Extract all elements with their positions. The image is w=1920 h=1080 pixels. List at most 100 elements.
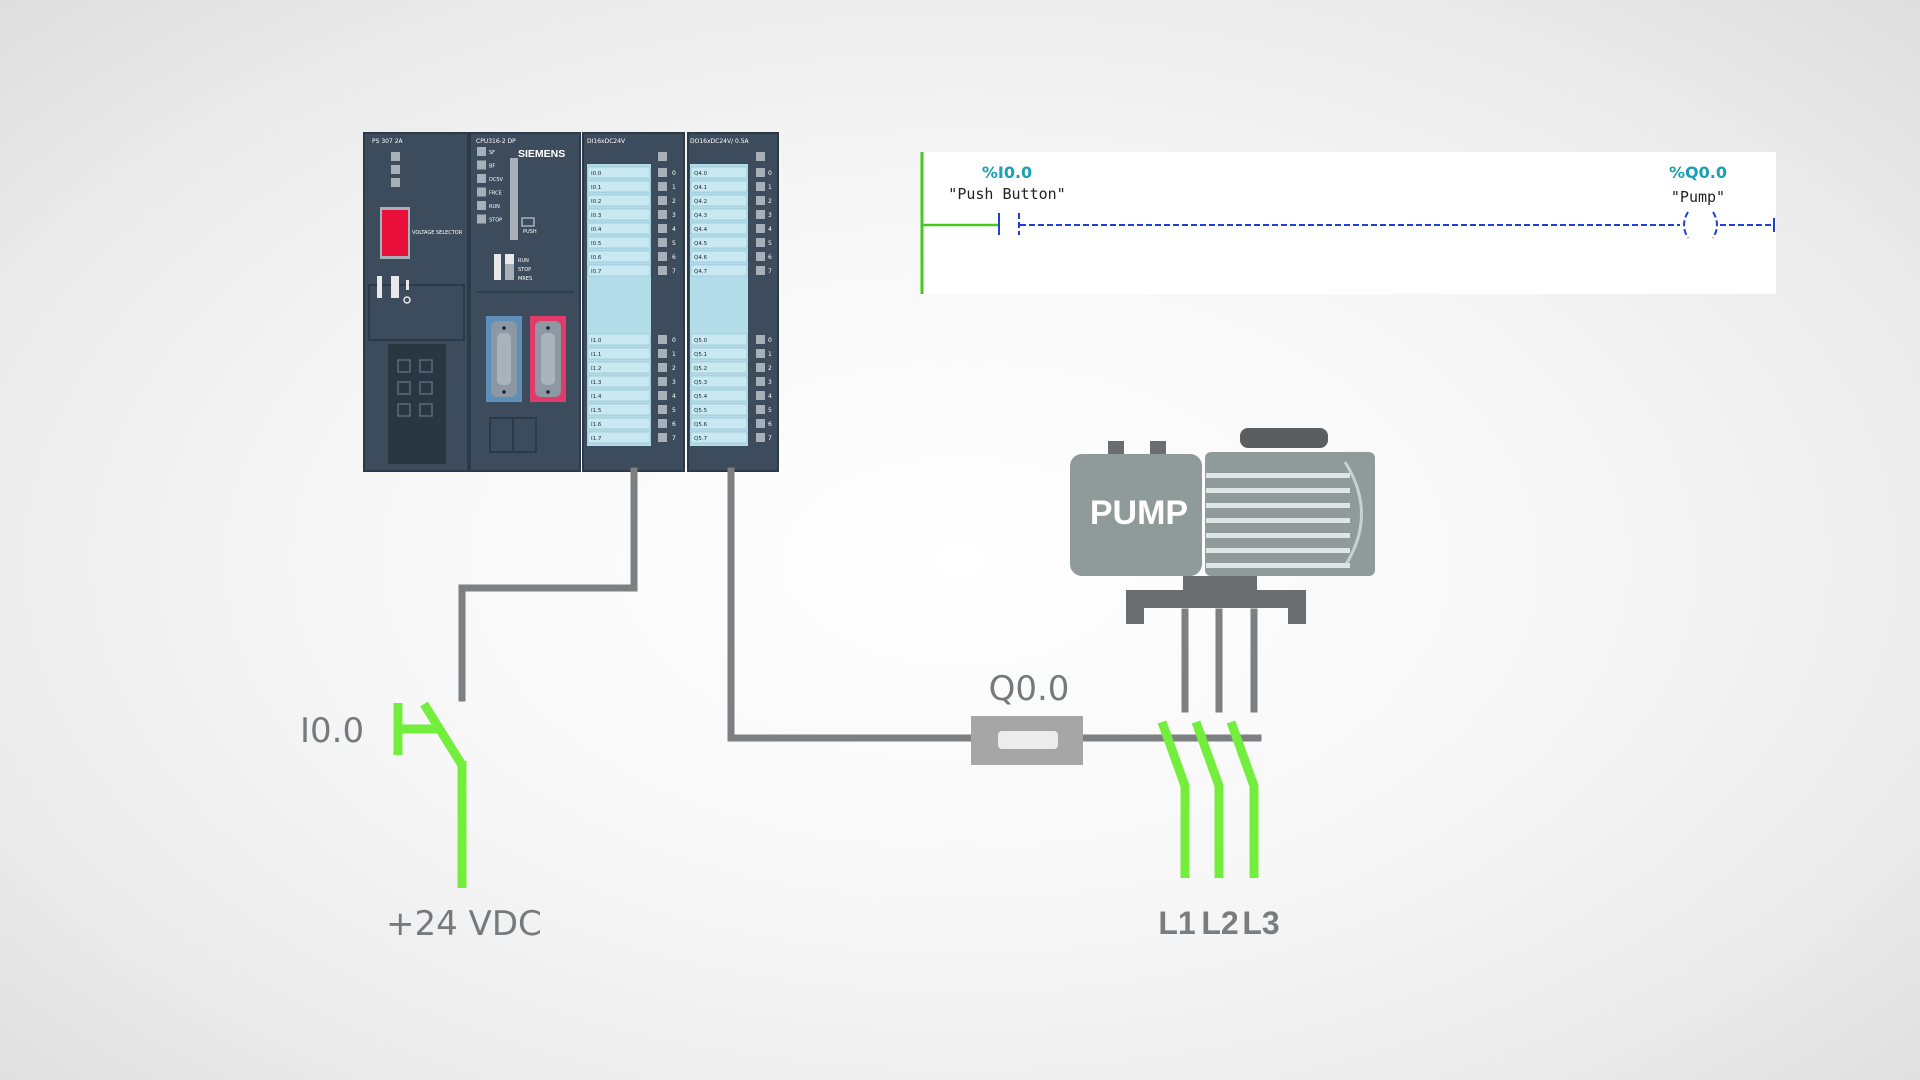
io-channel-led bbox=[756, 210, 765, 219]
voltage-selector-label: VOLTAGE SELECTOR bbox=[412, 230, 463, 236]
io-channel-slot bbox=[587, 208, 651, 221]
io-channel-led bbox=[658, 363, 667, 372]
io-bit-number: 0 bbox=[768, 337, 772, 344]
io-channel-led bbox=[756, 238, 765, 247]
push-button-switch[interactable] bbox=[393, 701, 467, 888]
io-bit-number: 3 bbox=[768, 212, 772, 219]
cpu-led bbox=[477, 147, 486, 156]
io-channel-label: I1.5 bbox=[591, 408, 602, 414]
phase-l1-label: L1 bbox=[1158, 905, 1195, 941]
io-bit-number: 3 bbox=[768, 379, 772, 386]
io-channel-slot bbox=[690, 417, 748, 430]
io-channel-slot bbox=[690, 236, 748, 249]
io-channel-slot bbox=[587, 180, 651, 193]
io-channel-label: I0.2 bbox=[591, 199, 601, 205]
io-bit-number: 5 bbox=[672, 240, 676, 247]
output-address-label: Q0.0 bbox=[989, 669, 1070, 709]
io-channel-label: I0.7 bbox=[591, 269, 602, 275]
io-channel-led bbox=[756, 335, 765, 344]
io-bit-number: 1 bbox=[768, 184, 772, 191]
io-channel-label: I0.6 bbox=[591, 255, 602, 261]
io-bit-number: 4 bbox=[672, 393, 676, 400]
io-channel-slot bbox=[587, 375, 651, 388]
io-channel-slot bbox=[587, 250, 651, 263]
io-channel-label: I0.0 bbox=[591, 171, 602, 177]
io-channel-slot bbox=[587, 347, 651, 360]
io-channel-led bbox=[658, 405, 667, 414]
io-channel-led bbox=[756, 349, 765, 358]
mode-stop-label: STOP bbox=[518, 267, 531, 273]
io-channel-led bbox=[756, 419, 765, 428]
coil-tag: "Pump" bbox=[1671, 188, 1725, 206]
io-channel-label: I1.0 bbox=[591, 338, 602, 344]
io-channel-label: Q5.0 bbox=[694, 338, 708, 344]
no-contact-push-button[interactable] bbox=[998, 213, 1020, 235]
power-supply-module: PS 307 2A VOLTAGE SELECTOR bbox=[363, 132, 469, 472]
io-channel-label: Q5.5 bbox=[694, 408, 708, 414]
supply-voltage-label: +24 VDC bbox=[386, 904, 542, 944]
io-channel-label: I1.3 bbox=[591, 380, 602, 386]
io-channel-label: Q5.4 bbox=[694, 394, 708, 400]
io-bit-number: 6 bbox=[672, 254, 676, 261]
io-channel-label: Q5.6 bbox=[694, 422, 708, 428]
io-bit-number: 1 bbox=[768, 351, 772, 358]
io-bit-number: 5 bbox=[768, 240, 772, 247]
contact-tag: "Push Button" bbox=[948, 185, 1065, 203]
voltage-selector bbox=[382, 210, 408, 256]
io-bit-number: 1 bbox=[672, 184, 676, 191]
plc-rack: PS 307 2A VOLTAGE SELECTOR CPU316-2 DP S… bbox=[363, 132, 779, 472]
io-channel-slot bbox=[587, 194, 651, 207]
io-channel-slot bbox=[690, 361, 748, 374]
io-channel-label: I1.2 bbox=[591, 366, 601, 372]
io-channel-label: Q4.0 bbox=[694, 171, 708, 177]
io-channel-slot bbox=[587, 222, 651, 235]
io-bit-number: 0 bbox=[768, 170, 772, 177]
io-channel-label: I1.6 bbox=[591, 422, 602, 428]
pump-motor[interactable]: PUMP bbox=[1070, 428, 1375, 624]
io-channel-slot bbox=[690, 166, 748, 179]
cpu-led-label: SF bbox=[489, 150, 495, 156]
io-channel-led bbox=[658, 238, 667, 247]
motor-leads bbox=[1181, 608, 1258, 713]
io-channel-led bbox=[658, 168, 667, 177]
io-bit-number: 4 bbox=[768, 226, 772, 233]
io-channel-slot bbox=[587, 417, 651, 430]
mode-mres-label: MRES bbox=[518, 276, 532, 282]
io-module-led bbox=[756, 152, 765, 161]
io-channel-led bbox=[756, 377, 765, 386]
io-bit-number: 7 bbox=[672, 268, 676, 275]
contactor-contacts bbox=[1157, 720, 1259, 878]
io-channel-slot bbox=[690, 222, 748, 235]
io-channel-led bbox=[658, 335, 667, 344]
phase-l3-label: L3 bbox=[1242, 905, 1279, 941]
io-channel-slot bbox=[690, 250, 748, 263]
cpu-led bbox=[477, 174, 486, 183]
pump-label: PUMP bbox=[1090, 494, 1188, 532]
io-channel-slot bbox=[690, 375, 748, 388]
cpu-led-label: DC5V bbox=[489, 177, 504, 183]
contact-address: %I0.0 bbox=[982, 163, 1032, 182]
io-channel-slot bbox=[587, 403, 651, 416]
input-wire bbox=[458, 467, 638, 702]
io-bit-number: 3 bbox=[672, 212, 676, 219]
io-channel-slot bbox=[690, 389, 748, 402]
io-bit-number: 2 bbox=[672, 198, 676, 205]
io-channel-led bbox=[756, 405, 765, 414]
io-channel-label: Q4.5 bbox=[694, 241, 708, 247]
output-coil-pump[interactable] bbox=[1683, 211, 1718, 239]
di-module-label: DI16xDC24V bbox=[587, 138, 626, 145]
io-channel-label: I1.1 bbox=[591, 352, 601, 358]
io-module-led bbox=[658, 152, 667, 161]
io-channel-led bbox=[658, 349, 667, 358]
cpu-led-label: BF bbox=[489, 164, 495, 170]
io-bit-number: 2 bbox=[768, 365, 772, 372]
io-channel-led bbox=[756, 433, 765, 442]
io-channel-led bbox=[658, 266, 667, 275]
io-bit-number: 7 bbox=[768, 268, 772, 275]
io-channel-slot bbox=[587, 431, 651, 444]
io-channel-label: I0.1 bbox=[591, 185, 601, 191]
